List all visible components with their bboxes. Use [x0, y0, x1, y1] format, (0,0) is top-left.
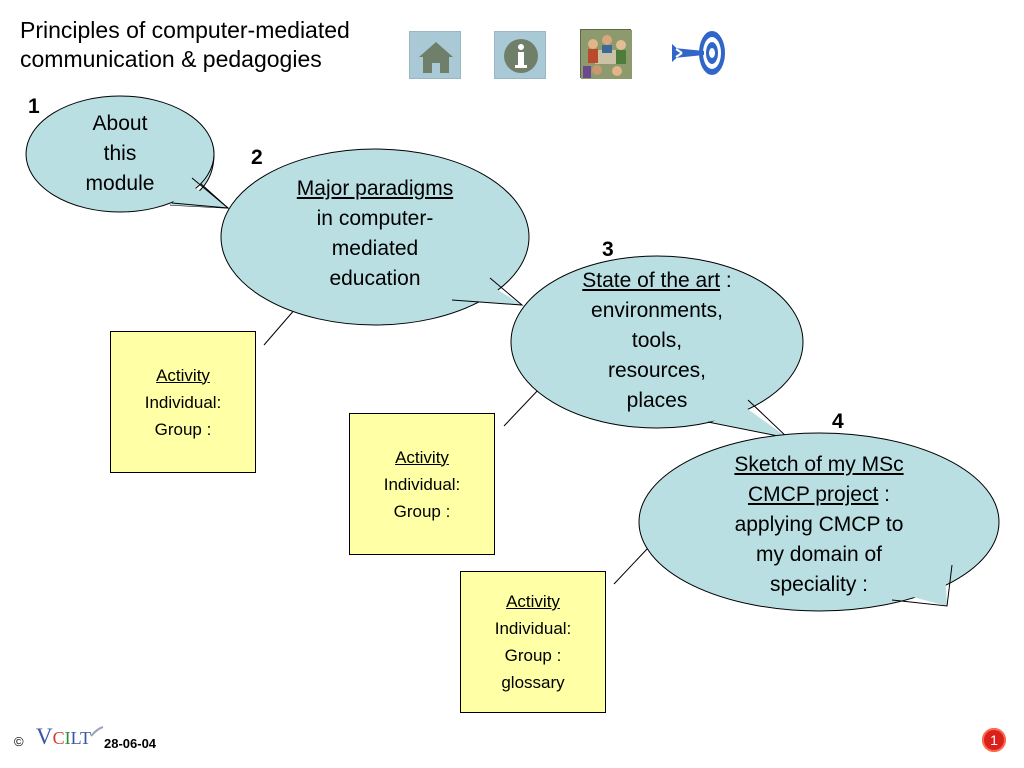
bubble-3-text: State of the art : environments, tools, …	[537, 266, 777, 416]
bubble-3-line: resources,	[607, 359, 707, 382]
speech-bubble-2[interactable]	[220, 148, 530, 326]
bubble-3-line: places	[626, 389, 688, 412]
bubble-4-text: Sketch of my MSc CMCP project : applying…	[689, 450, 949, 600]
major-paradigms-link[interactable]: Major paradigms	[296, 177, 454, 200]
bubble-2-line: in computer-	[316, 207, 434, 230]
info-icon	[504, 39, 538, 73]
activity-box-1[interactable]: Activity Individual: Group :	[110, 331, 256, 473]
activity-group: Group :	[154, 419, 212, 439]
connector-line	[613, 547, 649, 585]
bubble-3-line: tools,	[631, 329, 683, 352]
activity-box-2[interactable]: Activity Individual: Group :	[349, 413, 495, 555]
cmcp-project-link[interactable]: CMCP project	[748, 483, 879, 506]
bubble-1-line: About	[92, 112, 148, 135]
bubble-2-line: mediated	[331, 237, 419, 260]
activity-box-3[interactable]: Activity Individual: Group : glossary	[460, 571, 606, 713]
connector-line	[263, 307, 297, 346]
activity-group: Group :	[393, 501, 451, 521]
bubble-3-link-suffix: :	[720, 269, 732, 292]
bubble-4-line: speciality :	[769, 573, 869, 596]
bubble-4-line: applying CMCP to	[734, 513, 904, 536]
bubble-number-1: 1	[28, 95, 40, 118]
speech-bubble-1[interactable]	[25, 95, 230, 213]
footer-date: 28-06-04	[104, 736, 157, 751]
bubble-4-line: my domain of	[755, 543, 883, 566]
info-button[interactable]	[494, 31, 546, 79]
bubble-number-4: 4	[832, 410, 844, 433]
activity-individual: Individual:	[144, 392, 222, 412]
bubble-1-line: module	[85, 172, 155, 195]
activity-title[interactable]: Activity	[156, 365, 210, 385]
speech-bubble-4[interactable]	[638, 432, 1000, 612]
slide-title-line-1: Principles of computer-mediated	[20, 17, 350, 43]
copyright-symbol: ©	[14, 734, 24, 749]
bubble-2-line: education	[329, 267, 421, 290]
speech-bubble-3[interactable]	[510, 255, 804, 439]
activity-title[interactable]: Activity	[506, 592, 560, 611]
page-number-badge[interactable]: 1	[982, 728, 1006, 752]
slide-title-line-2: communication & pedagogies	[20, 46, 322, 72]
activity-title[interactable]: Activity	[395, 447, 449, 467]
target-icon	[672, 31, 725, 75]
connector-line	[503, 387, 541, 427]
bubble-1-line: this	[103, 142, 137, 165]
bubble-4-link-suffix: :	[878, 483, 890, 506]
bubble-2-text: Major paradigms in computer- mediated ed…	[255, 174, 495, 294]
bubble-3-line: environments,	[591, 299, 723, 322]
sketch-msc-link[interactable]: Sketch of my MSc	[734, 453, 904, 476]
activity-individual: Individual:	[494, 619, 572, 638]
activity-group: Group :	[504, 646, 562, 665]
home-button[interactable]	[409, 31, 461, 79]
state-of-the-art-link[interactable]: State of the art	[582, 269, 721, 292]
group-photo-button[interactable]	[580, 29, 632, 79]
slide-title: Principles of computer-mediated communic…	[20, 16, 350, 74]
bubble-1-text: About this module	[60, 109, 180, 199]
activity-extra: glossary	[501, 673, 565, 692]
home-icon	[419, 42, 453, 73]
logo-swoosh-icon	[90, 726, 104, 737]
vcilt-logo[interactable]: VCILT	[36, 724, 104, 750]
group-photo-icon	[581, 30, 632, 79]
target-button[interactable]	[670, 26, 730, 80]
bubble-number-2: 2	[251, 146, 263, 169]
bubble-number-3: 3	[602, 238, 614, 261]
activity-individual: Individual:	[383, 474, 461, 494]
